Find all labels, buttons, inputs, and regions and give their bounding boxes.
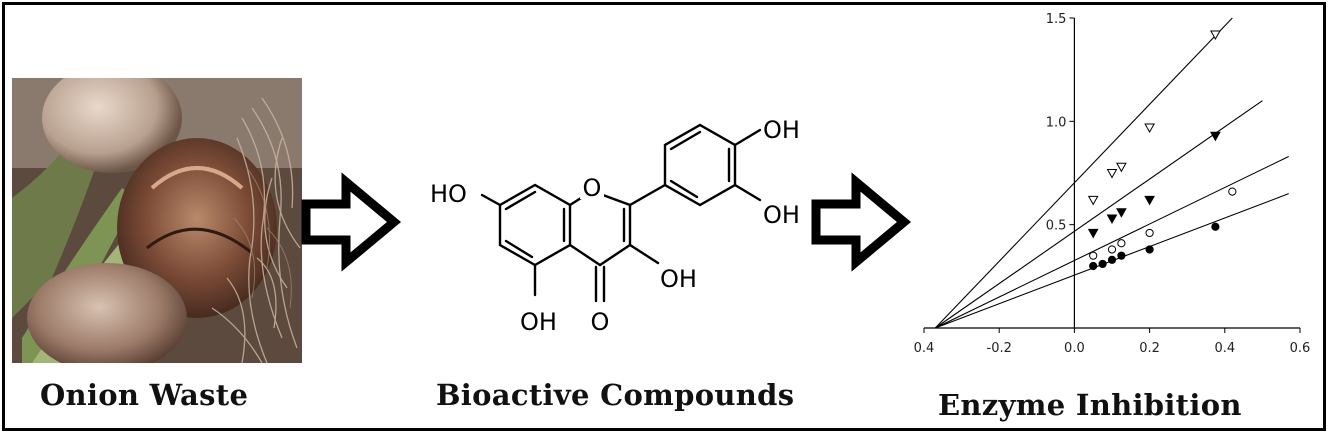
oh-3prime-label: OH [763, 201, 800, 229]
quercetin-structure: O O OH OH HO OH OH [430, 116, 800, 336]
data-point-series-0 [1087, 195, 1099, 206]
x-tick-label: 0.4 [1214, 341, 1235, 356]
data-point-series-3 [1117, 251, 1126, 260]
data-point-series-1 [1116, 208, 1127, 218]
caption-bioactive-compounds: Bioactive Compounds [436, 378, 795, 412]
fit-line-series-0 [934, 17, 1233, 329]
data-point-series-0 [1106, 169, 1118, 179]
x-tick-label: 0.4 [914, 341, 935, 356]
data-point-series-1 [1210, 131, 1221, 142]
data-point-series-2 [1107, 245, 1117, 254]
data-point-series-3 [1107, 255, 1117, 264]
oh-5-label: OH [520, 308, 557, 336]
x-tick-label: 0.2 [1139, 341, 1160, 356]
fit-line-series-2 [935, 155, 1289, 329]
x-tick-label: -0.2 [987, 341, 1012, 356]
caption-onion-waste: Onion Waste [40, 378, 249, 412]
oh-4prime-label: OH [763, 116, 800, 144]
data-point-series-0 [1144, 123, 1155, 134]
data-point-series-2 [1145, 228, 1154, 238]
y-tick-label: 1.5 [1046, 12, 1067, 27]
data-point-series-2 [1089, 251, 1098, 260]
arrow-right-icon [301, 172, 402, 272]
y-tick-label: 1.0 [1046, 115, 1067, 130]
data-point-series-1 [1144, 195, 1155, 206]
x-tick-label: 0.6 [1290, 341, 1310, 356]
data-point-series-1 [1087, 228, 1099, 239]
data-point-series-0 [1210, 30, 1221, 41]
x-tick-label: 0.0 [1064, 341, 1085, 356]
data-point-series-3 [1145, 245, 1154, 254]
oh-7-label: HO [430, 180, 467, 208]
data-point-series-2 [1228, 187, 1237, 196]
data-point-series-3 [1098, 259, 1107, 269]
data-point-series-0 [1116, 162, 1127, 173]
onion-waste-photo [12, 78, 302, 363]
arrow-right-icon-2 [811, 172, 912, 272]
enzyme-inhibition-plot: 0.4 -0.2 0.0 0.2 0.4 0.6 0.5 1.0 1.5 [914, 12, 1310, 356]
data-point-series-1 [1106, 214, 1118, 224]
data-point-series-3 [1211, 222, 1220, 231]
y-tick-label: 0.5 [1046, 219, 1067, 234]
fit-line-series-1 [934, 100, 1263, 329]
ring-oxygen-label: O [583, 174, 602, 202]
data-point-series-2 [1117, 239, 1126, 248]
oh-3-label: OH [660, 265, 697, 293]
data-point-series-3 [1089, 261, 1098, 271]
caption-enzyme-inhibition: Enzyme Inhibition [938, 388, 1242, 422]
keto-oxygen-label: O [591, 308, 610, 336]
